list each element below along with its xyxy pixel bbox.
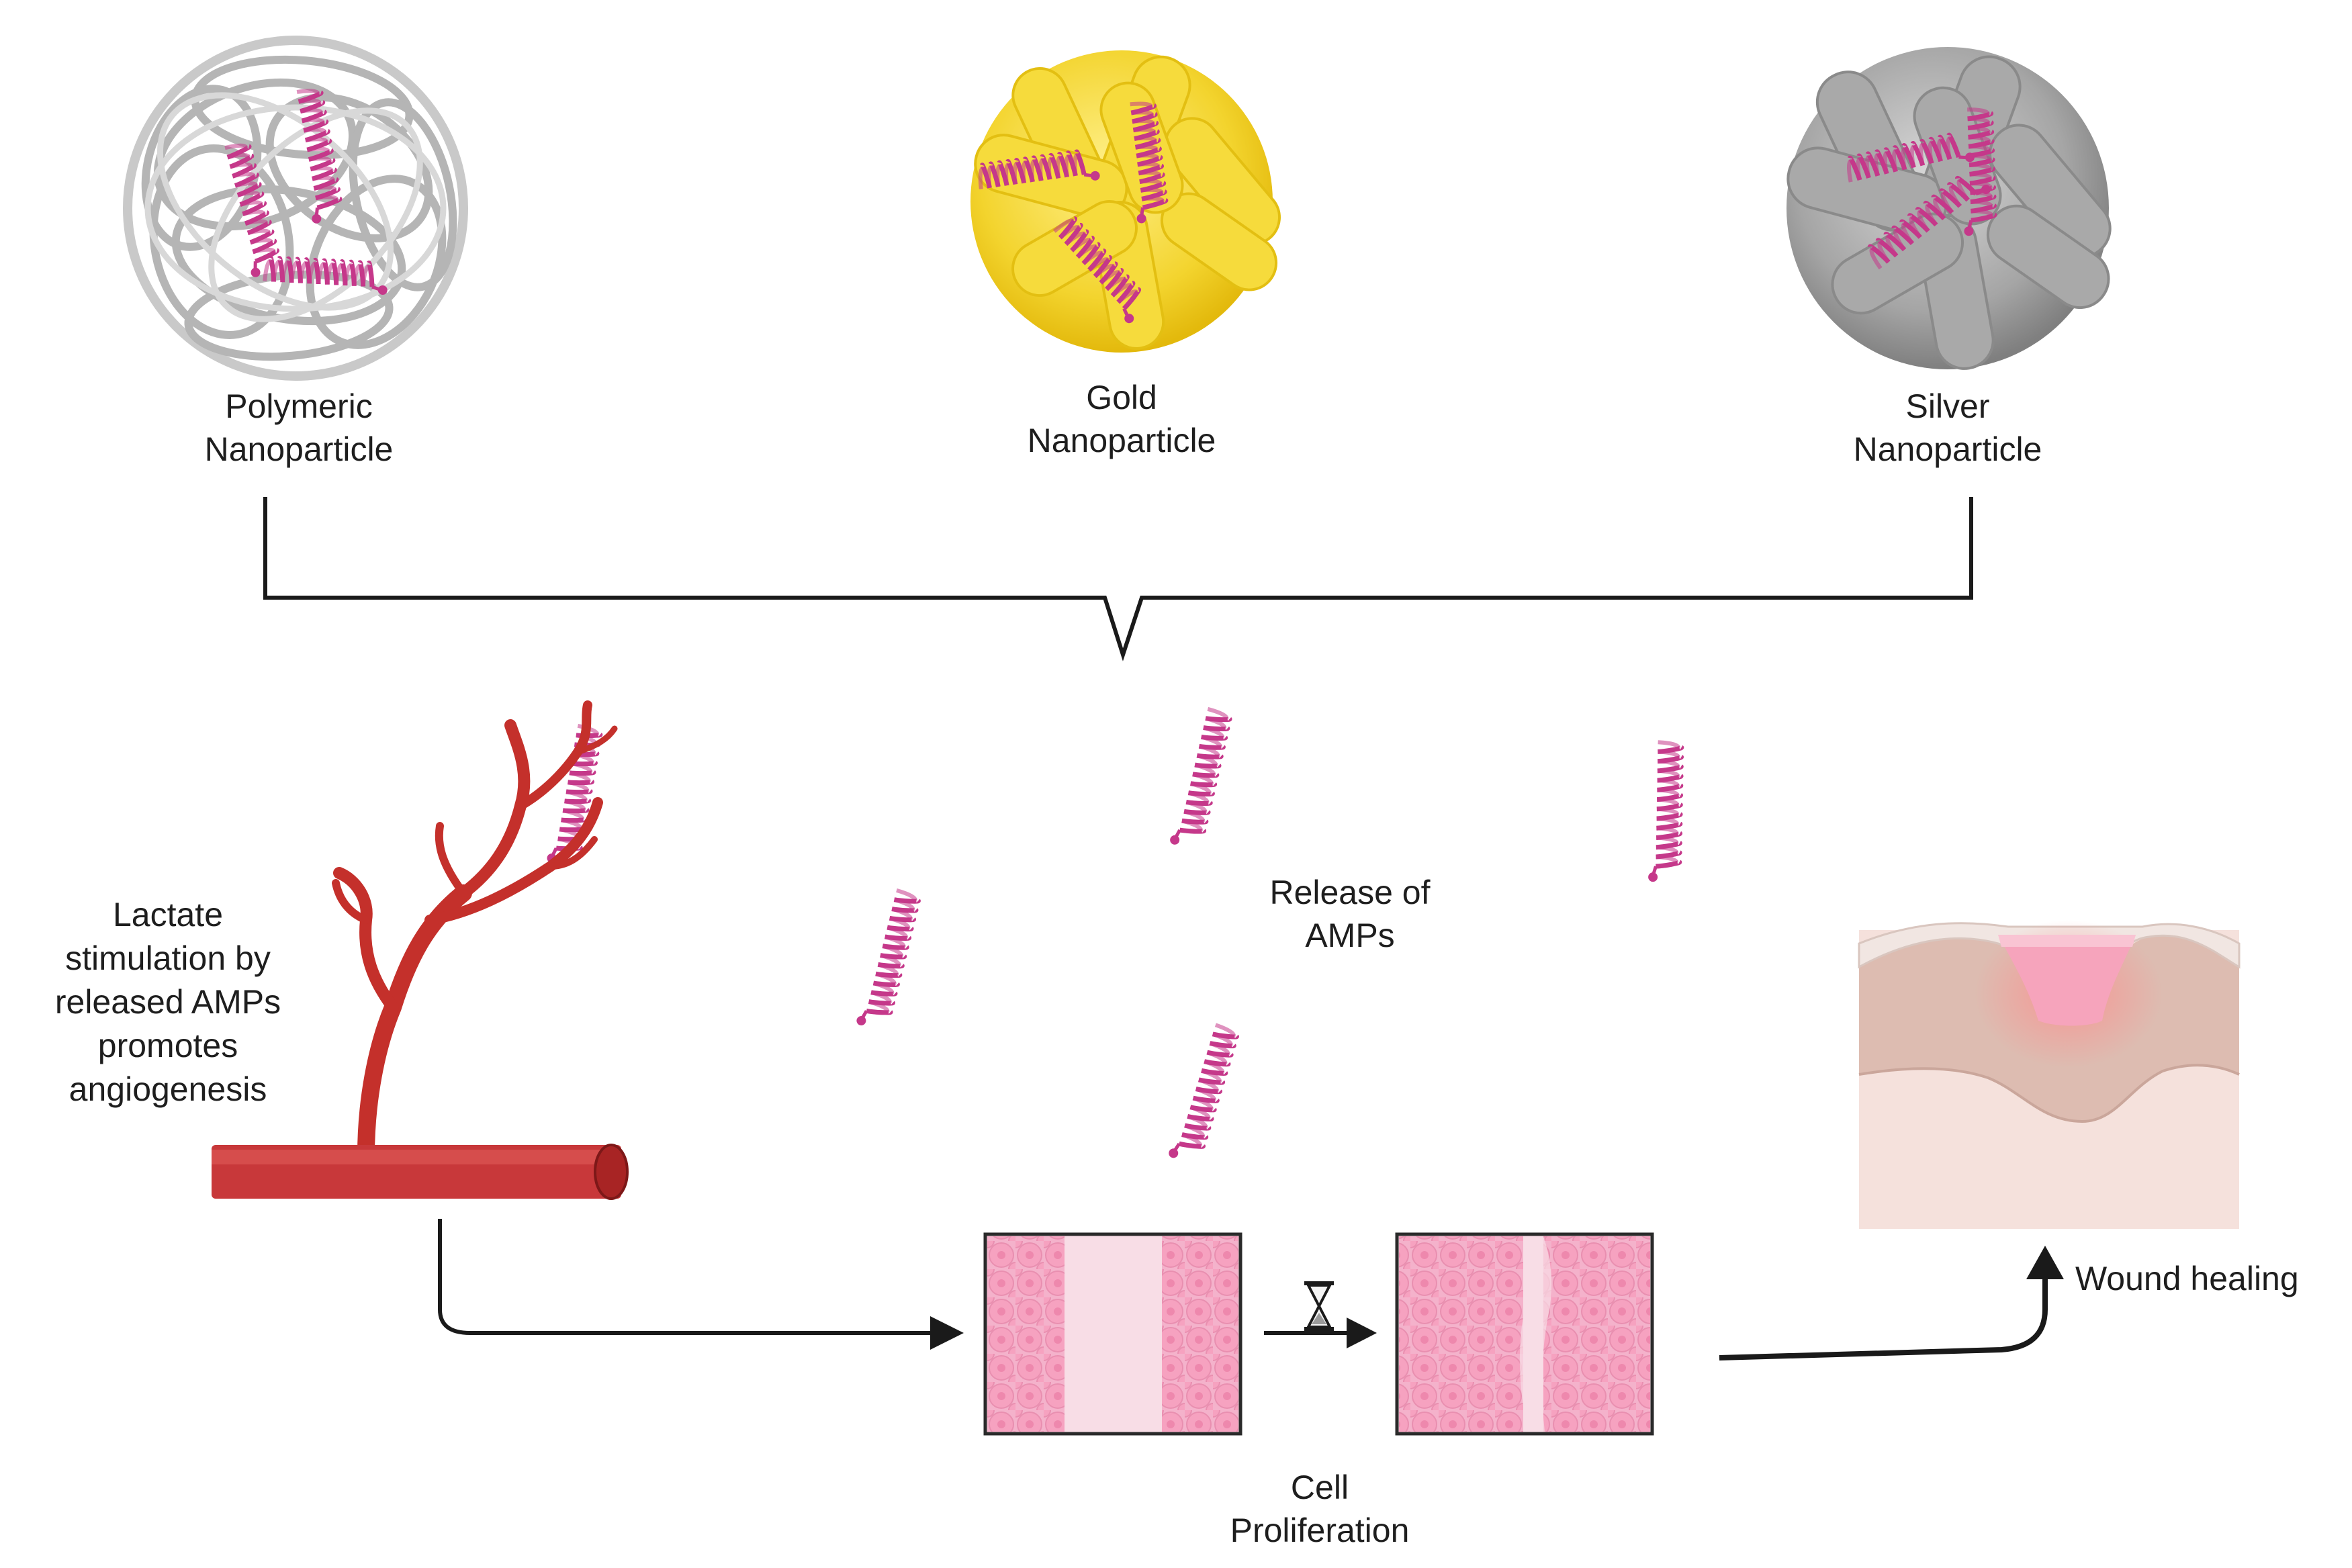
silver-nanoparticle-label: Silver Nanoparticle bbox=[1813, 385, 2082, 471]
release-label-line1: Release of bbox=[1269, 874, 1431, 911]
amp-helix-icon bbox=[296, 89, 343, 224]
amp-helix-icon bbox=[1847, 132, 1975, 183]
gold-nanoparticle bbox=[970, 50, 1281, 353]
angiogenesis-label-line4: promotes bbox=[97, 1027, 238, 1064]
angiogenesis-label-line2: stimulation by bbox=[65, 939, 271, 977]
angiogenesis-label: Lactate stimulation by released AMPs pro… bbox=[20, 893, 316, 1111]
silver-label-line1: Silver bbox=[1905, 387, 1990, 425]
wound-label-text: Wound healing bbox=[2075, 1260, 2299, 1297]
polymeric-nanoparticle-label: Polymeric Nanoparticle bbox=[165, 385, 433, 471]
cell-panel-before bbox=[983, 1232, 1242, 1436]
angiogenesis-label-line1: Lactate bbox=[112, 896, 223, 933]
amp-helix-icon bbox=[1867, 176, 1991, 270]
vessel-to-cells-arrow bbox=[438, 1219, 947, 1335]
amp-helix-icon bbox=[1648, 740, 1684, 882]
amp-helix-icon bbox=[856, 888, 921, 1025]
cell-label-line1: Cell bbox=[1290, 1469, 1349, 1506]
cell-panel-after bbox=[1395, 1232, 1654, 1436]
gold-label-line1: Gold bbox=[1086, 379, 1157, 416]
polymeric-label-line1: Polymeric bbox=[225, 387, 373, 425]
polymeric-label-line2: Nanoparticle bbox=[204, 430, 394, 468]
vessel-to-cells-arrowhead bbox=[930, 1316, 964, 1350]
amp-helix-icon bbox=[224, 143, 279, 277]
release-label-line2: AMPs bbox=[1305, 917, 1395, 954]
gold-nanoparticle-label: Gold Nanoparticle bbox=[987, 376, 1256, 462]
amp-helix-icon bbox=[263, 255, 388, 295]
silver-label-line2: Nanoparticle bbox=[1853, 430, 2042, 468]
amp-helix-icon bbox=[1130, 101, 1169, 224]
amp-helix-icon bbox=[978, 149, 1100, 189]
cells-to-wound-arrow bbox=[1719, 1273, 2048, 1361]
amp-helix-icon bbox=[1169, 1023, 1239, 1158]
wound-arrowhead bbox=[2026, 1246, 2064, 1279]
cell-proliferation-label: Cell Proliferation bbox=[1185, 1466, 1454, 1552]
angiogenesis-label-line3: released AMPs bbox=[54, 983, 281, 1021]
hourglass-icon bbox=[1304, 1281, 1334, 1331]
blood-vessel bbox=[212, 700, 629, 1200]
amp-helix-group bbox=[224, 89, 1997, 1158]
amp-helix-icon bbox=[1052, 216, 1141, 324]
cell-label-line2: Proliferation bbox=[1230, 1512, 1410, 1549]
wound-healing-label: Wound healing bbox=[2075, 1257, 2344, 1300]
merge-bracket bbox=[263, 497, 1973, 661]
wound-skin-section bbox=[1858, 920, 2241, 1229]
time-arrow bbox=[1264, 1318, 1377, 1348]
gold-label-line2: Nanoparticle bbox=[1027, 422, 1216, 459]
amp-helix-icon bbox=[1170, 706, 1232, 845]
release-of-amps-label: Release of AMPs bbox=[1216, 871, 1484, 957]
angiogenesis-label-line5: angiogenesis bbox=[69, 1070, 267, 1108]
polymeric-nanoparticle bbox=[123, 36, 468, 381]
